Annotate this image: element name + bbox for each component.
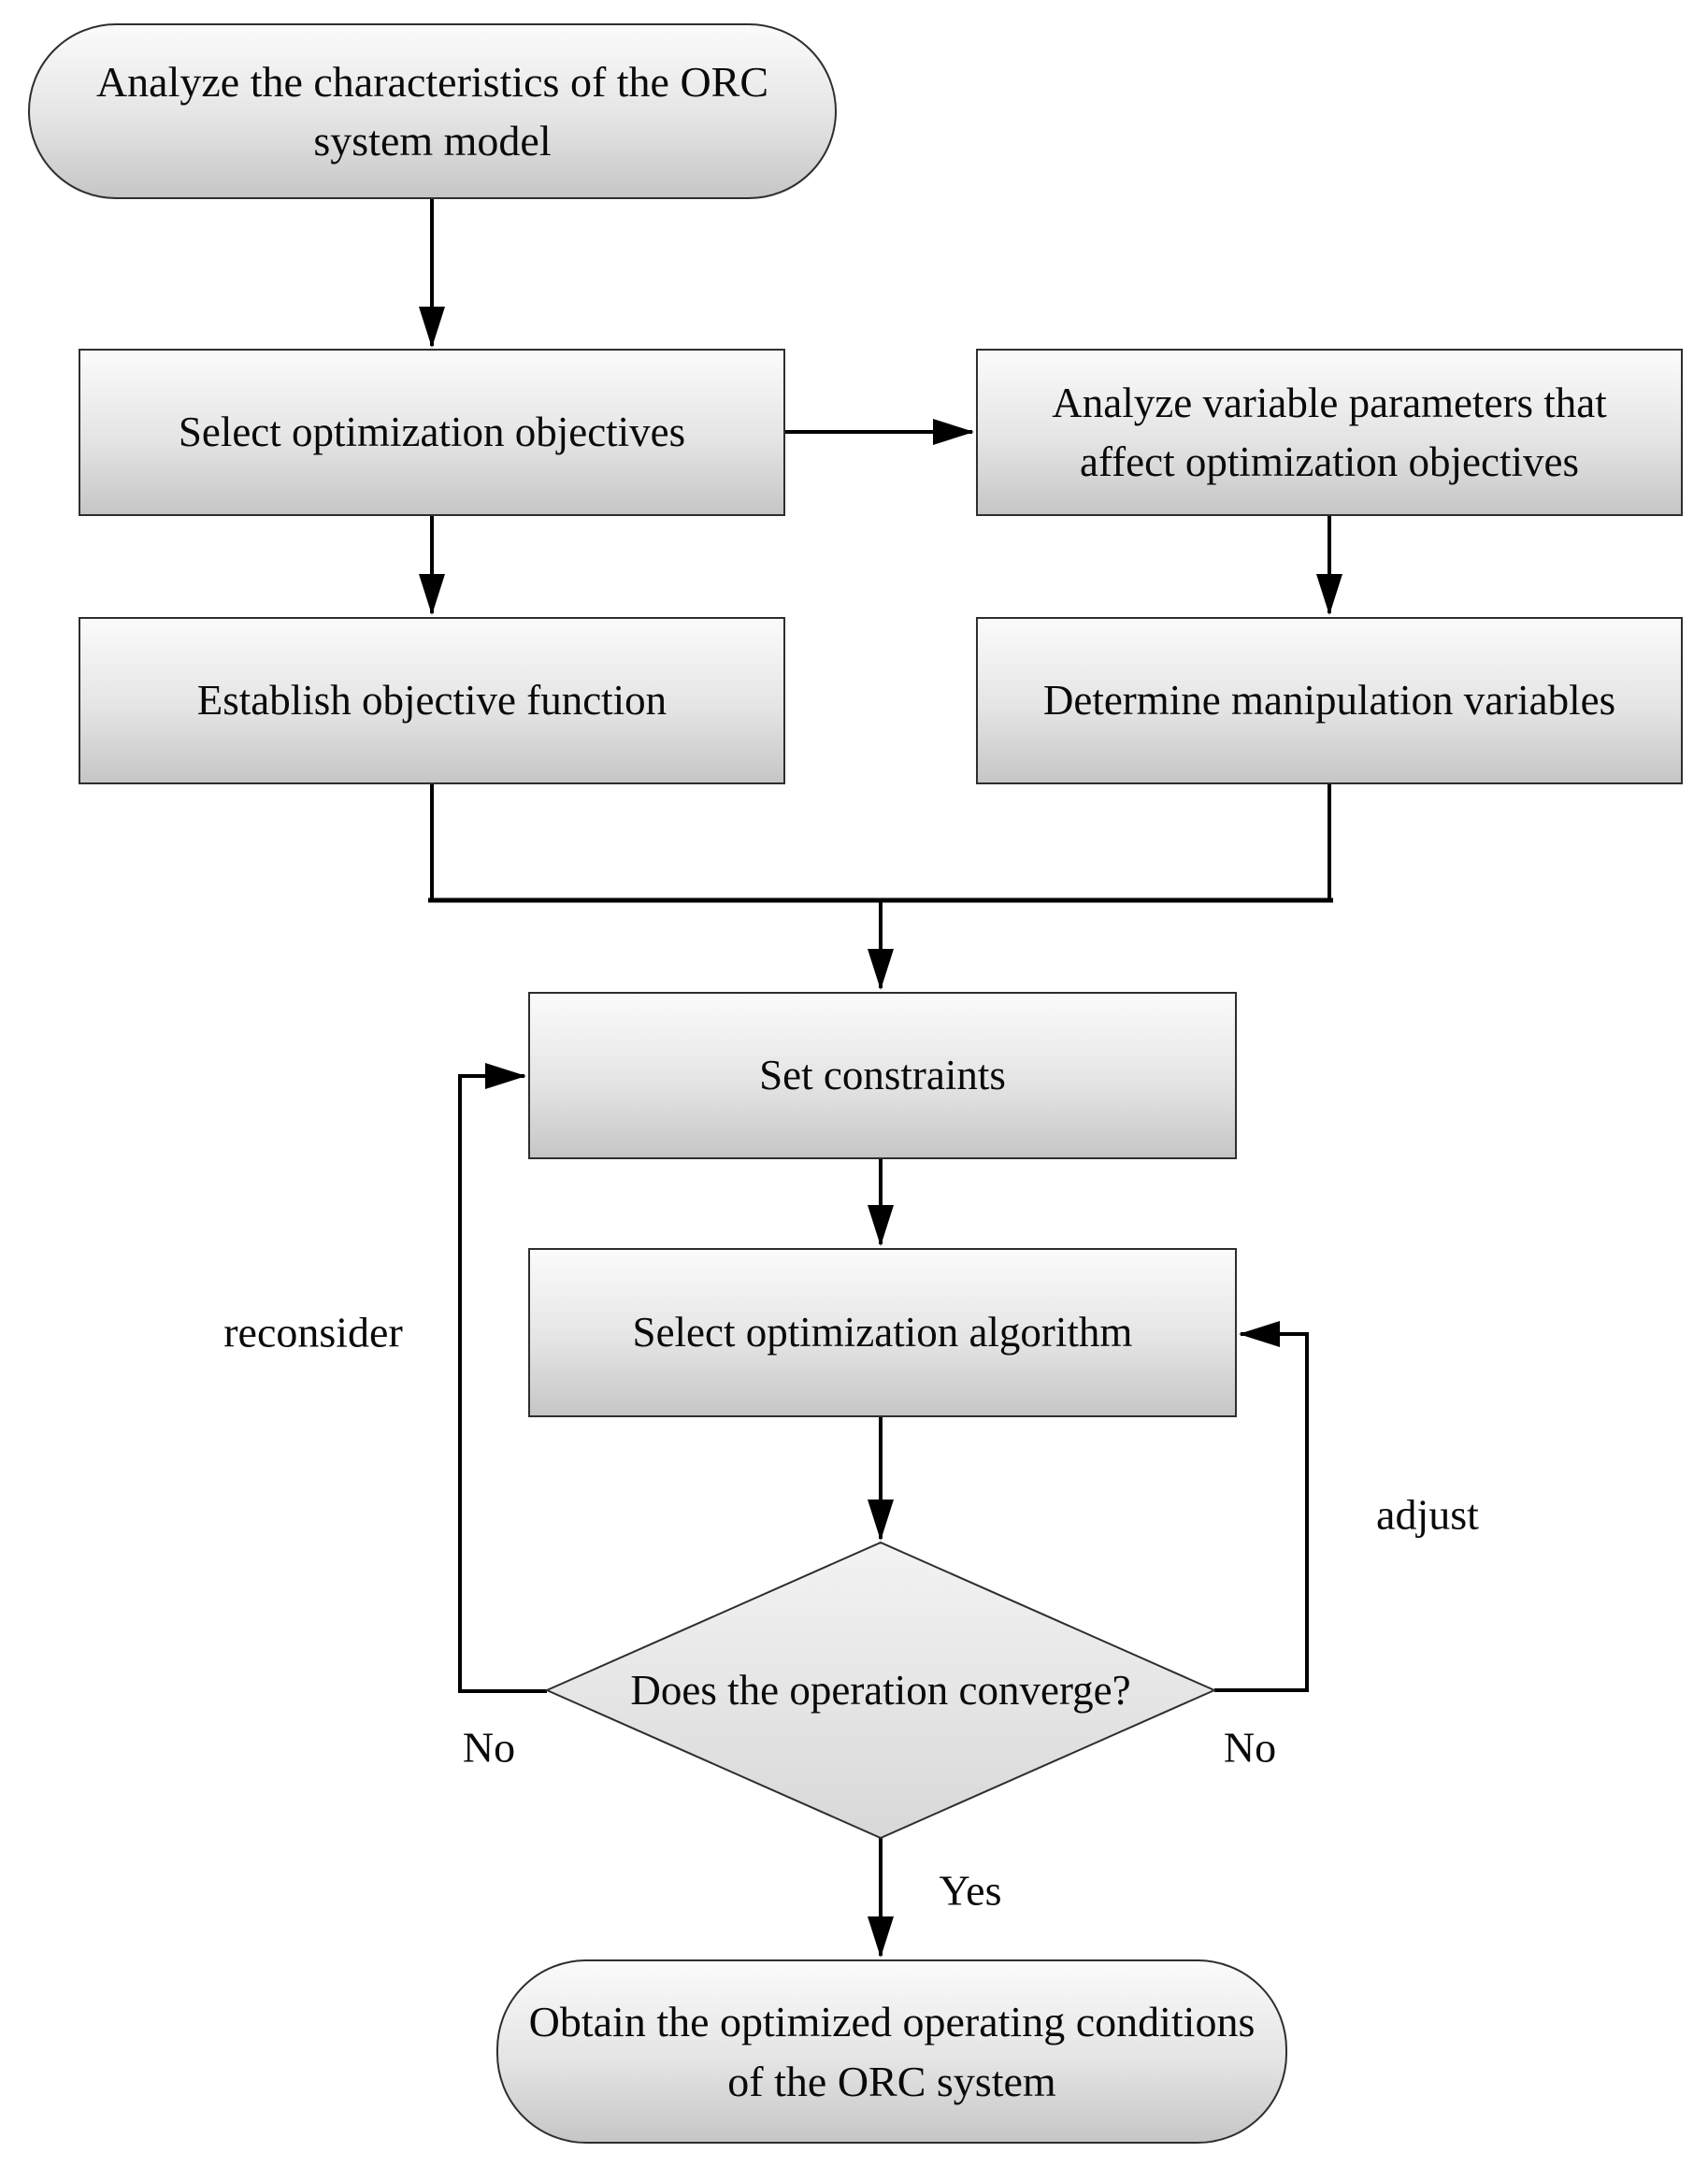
node-determine-manipulation-variables: Determine manipulation variables xyxy=(976,617,1683,784)
node-select-optimization-algorithm-label: Select optimization algorithm xyxy=(632,1309,1133,1356)
node-set-constraints-label: Set constraints xyxy=(759,1052,1006,1099)
node-set-constraints: Set constraints xyxy=(528,992,1237,1159)
loop-no-adjust xyxy=(1214,1321,1309,1692)
edge-label-adjust: adjust xyxy=(1376,1490,1479,1539)
node-determine-manipulation-variables-label: Determine manipulation variables xyxy=(1042,677,1616,725)
loop-no-reconsider xyxy=(458,1063,547,1693)
node-analyze-orc-model: Analyze the characteristics of the ORC s… xyxy=(28,23,837,199)
node-select-optimization-algorithm: Select optimization algorithm xyxy=(528,1248,1237,1417)
node-obtain-optimized-conditions-label: Obtain the optimized operating condition… xyxy=(528,1998,1256,2105)
node-obtain-optimized-conditions: Obtain the optimized operating condition… xyxy=(496,1959,1287,2144)
decision-diamond xyxy=(544,1541,1217,1840)
node-establish-objective-function: Establish objective function xyxy=(79,617,785,784)
node-select-objectives-label: Select optimization objectives xyxy=(178,409,686,456)
edge-label-no-left: No xyxy=(462,1723,516,1772)
node-analyze-orc-model-label: Analyze the characteristics of the ORC s… xyxy=(95,57,769,165)
decision-diamond-label: Does the operation converge? xyxy=(630,1666,1131,1714)
node-select-objectives: Select optimization objectives xyxy=(79,349,785,516)
edge-label-reconsider: reconsider xyxy=(223,1308,403,1356)
edge-label-yes: Yes xyxy=(939,1866,1002,1915)
node-analyze-variables: Analyze variable parameters that affect … xyxy=(976,349,1683,516)
node-establish-objective-function-label: Establish objective function xyxy=(196,677,667,725)
edge-label-no-right: No xyxy=(1223,1723,1277,1772)
node-analyze-variables-label: Analyze variable parameters that affect … xyxy=(1052,380,1607,485)
